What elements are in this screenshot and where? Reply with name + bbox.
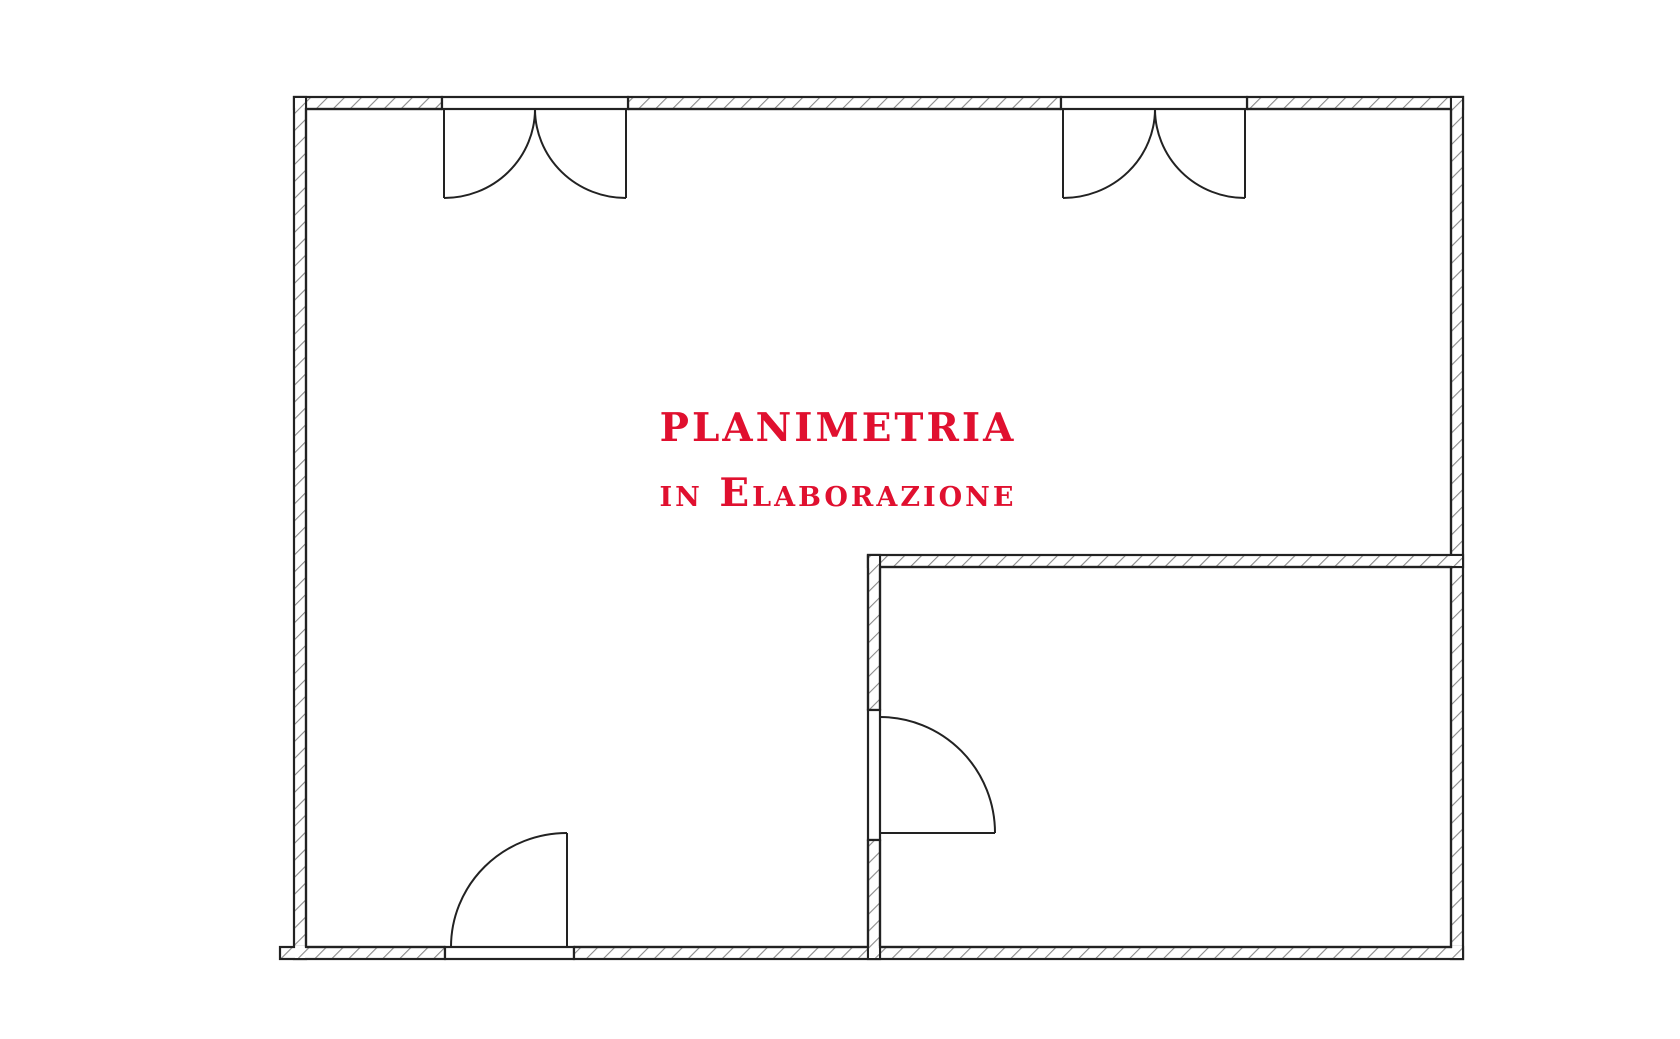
wall-partition-lower xyxy=(866,838,882,961)
wall-bottom-right xyxy=(572,945,1465,961)
wall-joints xyxy=(295,98,1462,958)
inner-edges xyxy=(304,107,1453,949)
double-door-top-left-icon xyxy=(443,108,627,199)
opening-bottom xyxy=(443,945,576,961)
doors xyxy=(443,108,1246,948)
opening-top-left xyxy=(440,95,630,111)
entrance-door-icon xyxy=(450,832,568,948)
plan-title: PLANIMETRIA xyxy=(659,405,1017,451)
wall-left xyxy=(292,95,308,961)
side-room-door-icon xyxy=(879,716,996,834)
wall-partition-top xyxy=(866,553,1465,569)
wall-top-right xyxy=(1245,95,1465,111)
opening-top-right xyxy=(1059,95,1249,111)
wall-top-left xyxy=(292,95,444,111)
double-door-top-right-icon xyxy=(1062,108,1246,199)
plan-subtitle: in Elaborazione xyxy=(659,470,1017,516)
opening-partition xyxy=(866,708,882,842)
wall-right xyxy=(1449,95,1465,961)
wall-top-middle xyxy=(626,95,1063,111)
wall-partition-upper xyxy=(866,553,882,712)
walls xyxy=(278,95,1465,961)
